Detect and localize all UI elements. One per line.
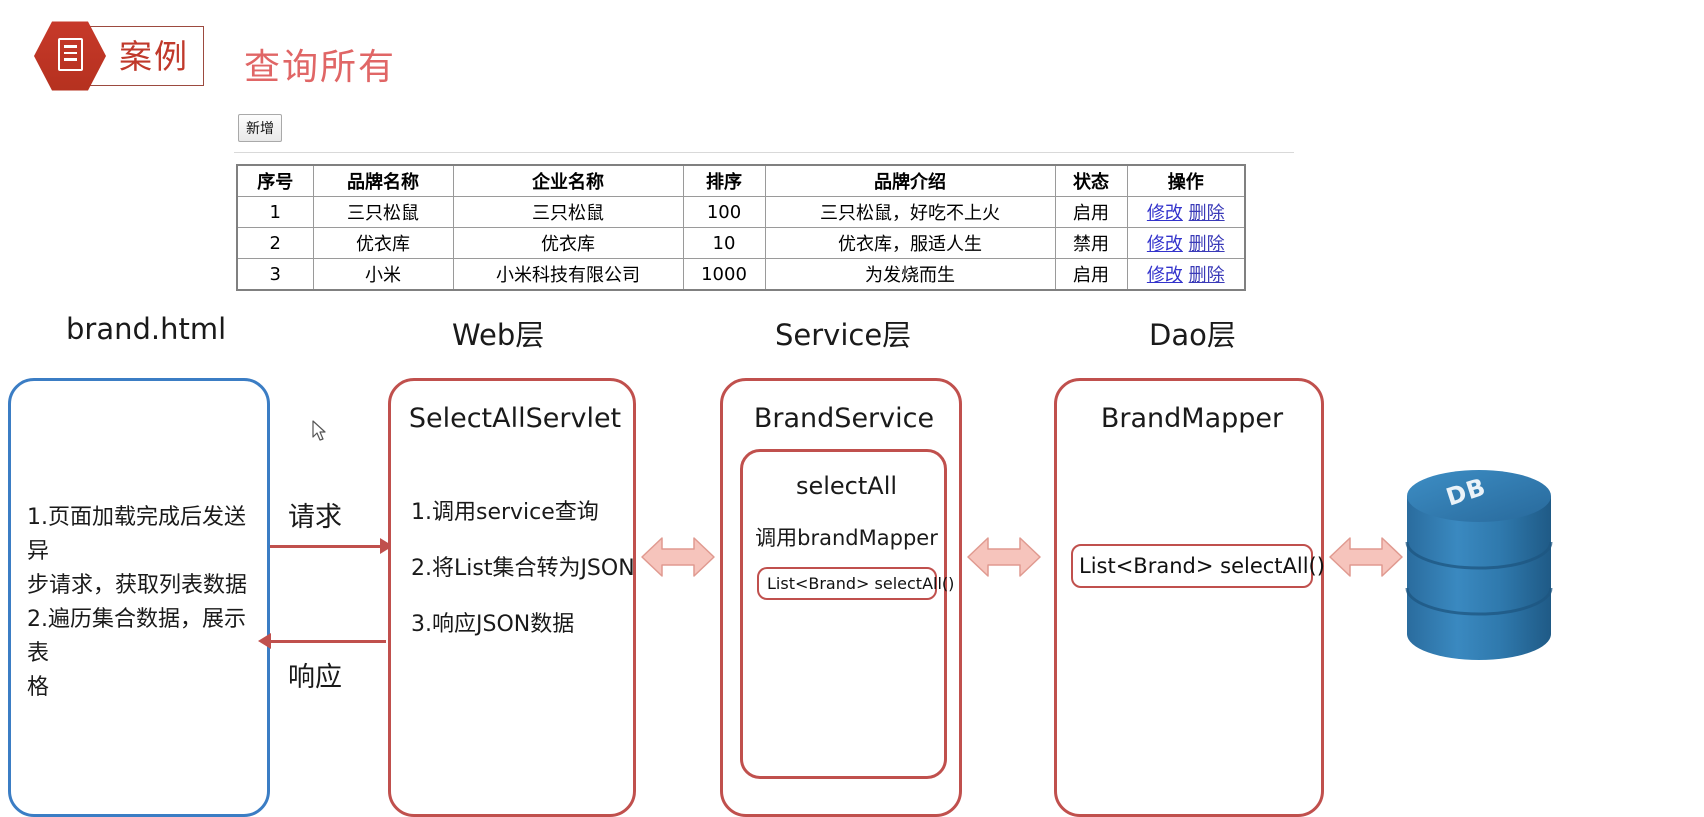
column-header-ordinal: 排序 <box>682 164 766 197</box>
cell-ordinal: 100 <box>682 196 766 228</box>
service-inner-heading: selectAll <box>795 472 898 500</box>
delete-link[interactable]: 删除 <box>1188 203 1225 224</box>
node-brand-service: BrandService selectAll 调用brandMapper Lis… <box>720 378 962 817</box>
edit-link[interactable]: 修改 <box>1146 265 1183 286</box>
web-node-line: 3.响应JSON数据 <box>411 612 575 638</box>
request-arrow-line <box>270 545 386 548</box>
response-arrow-head <box>258 633 271 649</box>
page-title: 查询所有 <box>244 47 397 88</box>
case-label-box: 案例 <box>90 26 204 86</box>
web-node-line: 1.调用service查询 <box>411 500 599 525</box>
node-brand-mapper: BrandMapper List<Brand> selectAll() <box>1054 378 1325 817</box>
cell-status: 启用 <box>1054 258 1128 291</box>
node-select-all-method: selectAll 调用brandMapper List<Brand> sele… <box>740 449 954 779</box>
service-method-signature: List<Brand> selectAll() <box>757 567 954 600</box>
web-service-double-arrow <box>640 530 716 584</box>
cell-brand-name: 小米 <box>312 258 454 291</box>
response-arrow-label: 响应 <box>288 662 342 693</box>
column-header-brand-name: 品牌名称 <box>312 164 454 197</box>
cell-company: 三只松鼠 <box>452 196 684 228</box>
cell-company: 优衣库 <box>452 227 684 259</box>
column-header-company: 企业名称 <box>452 164 684 197</box>
column-header-status: 状态 <box>1054 164 1128 197</box>
cell-index: 1 <box>236 196 314 228</box>
table-row: 2 优衣库 优衣库 10 优衣库，服适人生 禁用 修改 删除 <box>236 227 1246 259</box>
page-node-line: 1.页面加载完成后发送异 <box>27 505 246 565</box>
table-header-row: 序号 品牌名称 企业名称 排序 品牌介绍 状态 操作 <box>236 164 1246 197</box>
cell-description: 优衣库，服适人生 <box>764 227 1056 259</box>
dao-node-heading: BrandMapper <box>1100 403 1284 434</box>
lane-title-web: Web层 <box>452 318 545 352</box>
service-inner-line: 调用brandMapper <box>755 526 938 550</box>
page-node-line: 格 <box>27 675 50 701</box>
cell-actions: 修改 删除 <box>1126 196 1246 228</box>
cell-ordinal: 1000 <box>682 258 766 291</box>
response-arrow-line <box>270 640 386 643</box>
service-node-heading: BrandService <box>753 403 935 434</box>
column-header-description: 品牌介绍 <box>764 164 1056 197</box>
column-header-actions: 操作 <box>1126 164 1246 197</box>
node-select-all-servlet: SelectAllServlet 1.调用service查询 2.将List集合… <box>388 378 636 817</box>
column-header-index: 序号 <box>236 164 314 197</box>
pane-divider <box>234 152 1294 153</box>
request-arrow-label: 请求 <box>288 502 342 533</box>
cell-index: 3 <box>236 258 314 291</box>
cell-ordinal: 10 <box>682 227 766 259</box>
cell-actions: 修改 删除 <box>1126 258 1246 291</box>
add-button[interactable]: 新增 <box>238 114 282 142</box>
edit-link[interactable]: 修改 <box>1146 203 1183 224</box>
lane-title-service: Service层 <box>775 318 912 352</box>
table-row: 1 三只松鼠 三只松鼠 100 三只松鼠，好吃不上火 启用 修改 删除 <box>236 196 1246 228</box>
cell-status: 启用 <box>1054 196 1128 228</box>
page-node-line: 2.遍历集合数据，展示表 <box>27 607 246 667</box>
page-header: 案例 查询所有 <box>0 0 1704 110</box>
table-row: 3 小米 小米科技有限公司 1000 为发烧而生 启用 修改 删除 <box>236 258 1246 291</box>
architecture-diagram: brand.html Web层 Service层 Dao层 1.页面加载完成后发… <box>0 300 1704 817</box>
delete-link[interactable]: 删除 <box>1188 265 1225 286</box>
lane-title-dao: Dao层 <box>1149 318 1236 352</box>
document-hexagon-icon <box>34 20 106 92</box>
service-dao-double-arrow <box>966 530 1042 584</box>
lane-title-page: brand.html <box>66 312 227 346</box>
cell-brand-name: 优衣库 <box>312 227 454 259</box>
cell-actions: 修改 删除 <box>1126 227 1246 259</box>
dao-db-double-arrow <box>1328 530 1404 584</box>
browser-pane: 新增 序号 品牌名称 企业名称 排序 品牌介绍 状态 操作 1 三只松鼠 三只松… <box>234 110 1294 300</box>
node-brand-html: 1.页面加载完成后发送异 步请求，获取列表数据 2.遍历集合数据，展示表 格 <box>8 378 270 817</box>
cell-description: 三只松鼠，好吃不上火 <box>764 196 1056 228</box>
cell-company: 小米科技有限公司 <box>452 258 684 291</box>
page-node-line: 步请求，获取列表数据 <box>27 573 248 599</box>
edit-link[interactable]: 修改 <box>1146 234 1183 255</box>
mouse-cursor-icon <box>312 420 328 442</box>
web-node-line: 2.将List集合转为JSON <box>411 556 635 582</box>
cell-description: 为发烧而生 <box>764 258 1056 291</box>
delete-link[interactable]: 删除 <box>1188 234 1225 255</box>
brand-table: 序号 品牌名称 企业名称 排序 品牌介绍 状态 操作 1 三只松鼠 三只松鼠 1… <box>236 164 1246 291</box>
cell-status: 禁用 <box>1054 227 1128 259</box>
web-node-heading: SelectAllServlet <box>408 403 622 434</box>
cell-brand-name: 三只松鼠 <box>312 196 454 228</box>
case-badge: 案例 <box>34 21 204 91</box>
cell-index: 2 <box>236 227 314 259</box>
database-icon <box>1405 470 1553 660</box>
dao-method-signature: List<Brand> selectAll() <box>1071 544 1325 588</box>
case-label: 案例 <box>119 36 189 76</box>
